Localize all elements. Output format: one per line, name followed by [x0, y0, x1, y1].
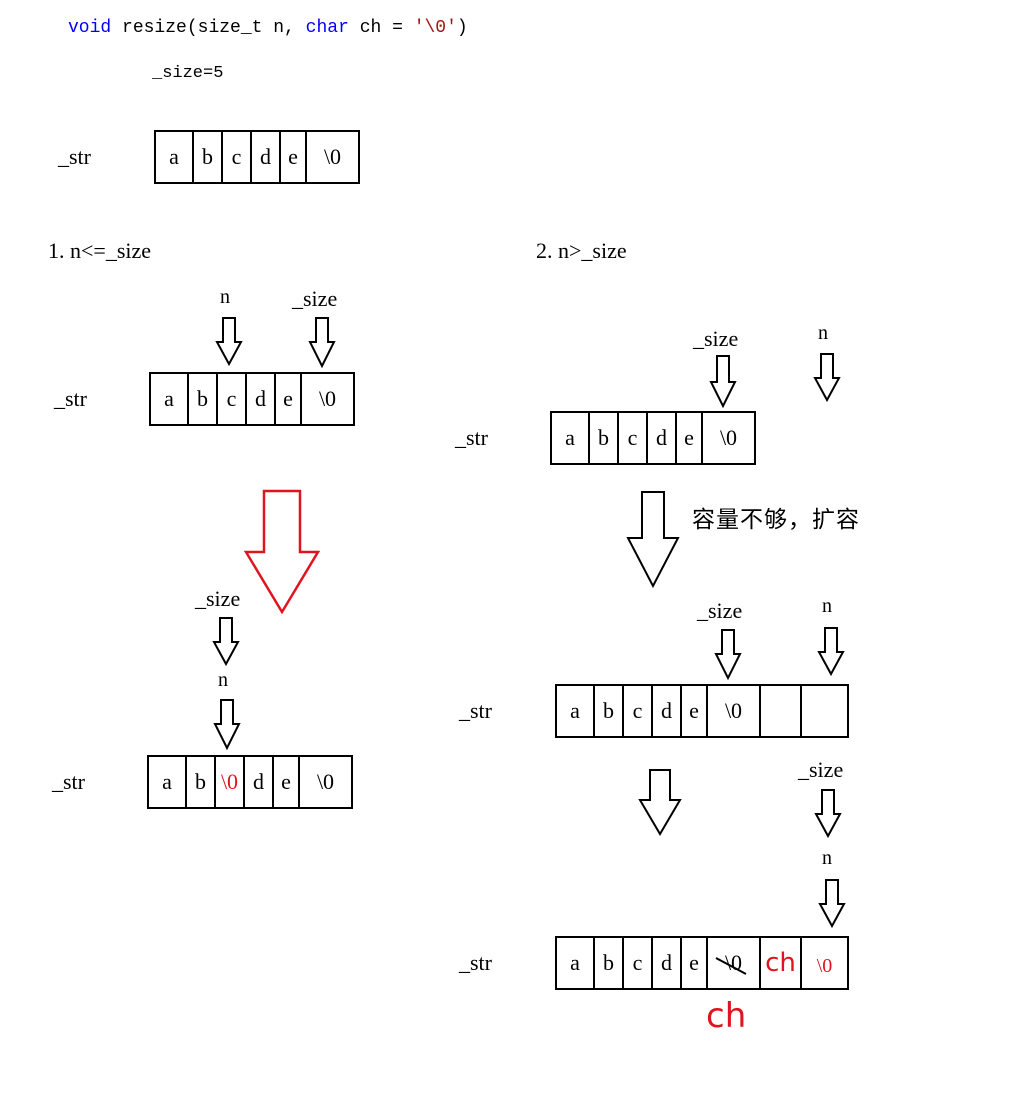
array-cell: e: [682, 686, 708, 736]
expand-note: 容量不够，扩容: [692, 507, 860, 533]
array-cell: c: [624, 686, 653, 736]
array-cell: b: [595, 938, 624, 988]
array-cell: d: [247, 374, 276, 424]
array-cell: b: [590, 413, 619, 463]
down-arrow-icon: [212, 617, 240, 667]
array-cell: e: [682, 938, 708, 988]
case1-size-label: _size: [292, 286, 338, 311]
array-cell: \0: [708, 686, 761, 736]
case2-final-str-label: _str: [459, 950, 492, 975]
array-cell: \0: [316, 769, 335, 794]
array-cell: b: [595, 686, 624, 736]
case2-expanded-str-label: _str: [459, 698, 492, 723]
down-arrow-icon: [813, 353, 841, 403]
array-cell-terminator: \0: [816, 954, 833, 977]
array-cell: c: [223, 132, 252, 182]
array-cell: c: [624, 938, 653, 988]
array-cell: \0: [318, 386, 337, 411]
array-cell: d: [653, 938, 682, 988]
array-cell: b: [189, 374, 218, 424]
case2-final-size-label: _size: [798, 757, 844, 782]
case2-final-n-label: n: [822, 847, 832, 869]
case2-heading: 2. n>_size: [536, 238, 627, 263]
case2-expanded-array: a b c d e \0: [555, 684, 849, 738]
array-cell: e: [677, 413, 703, 463]
array-cell: a: [557, 686, 595, 736]
red-down-arrow-icon: [243, 489, 321, 615]
keyword-char: char: [305, 18, 349, 38]
case2-expanded-size-label: _size: [697, 598, 743, 623]
signature-part: resize(size_t n,: [122, 18, 306, 38]
case1-n-label: n: [220, 286, 230, 308]
array-cell: d: [648, 413, 677, 463]
down-arrow-icon: [213, 699, 241, 751]
array-cell: \0: [323, 144, 342, 169]
array-cell: \0: [719, 425, 738, 450]
case1-result-array: a b \0 d e \0: [147, 755, 353, 809]
array-cell-empty: [761, 686, 802, 736]
array-cell: c: [619, 413, 648, 463]
array-cell: e: [276, 374, 302, 424]
function-signature: void resize(size_t n, char ch = '\0'): [68, 18, 468, 38]
case2-string-array: a b c d e \0: [550, 411, 756, 465]
case1-result-n-label: n: [218, 669, 228, 691]
down-arrow-icon: [714, 629, 742, 681]
big-down-arrow-icon: [638, 769, 682, 836]
down-arrow-icon: [817, 627, 845, 677]
array-cell: d: [245, 757, 274, 807]
case1-str-label: _str: [54, 386, 87, 411]
array-cell-ch: ch: [761, 938, 802, 988]
case2-final-array: a b c d e \0 ch \0: [555, 936, 849, 990]
str-label-top: _str: [58, 144, 91, 169]
signature-part-2: ch =: [348, 18, 414, 38]
array-cell: b: [194, 132, 223, 182]
keyword-void: void: [68, 18, 112, 38]
case1-result-str-label: _str: [52, 769, 85, 794]
strike-mark: [715, 957, 747, 975]
down-arrow-icon: [215, 317, 243, 367]
array-cell: b: [187, 757, 216, 807]
size-note: _size=5: [152, 64, 224, 83]
case2-n-label: n: [818, 322, 828, 344]
big-down-arrow-icon: [626, 491, 680, 589]
array-cell: a: [151, 374, 189, 424]
array-cell: a: [149, 757, 187, 807]
case2-expanded-n-label: n: [822, 595, 832, 617]
default-literal: '\0': [413, 18, 457, 38]
case2-str-label: _str: [455, 425, 488, 450]
array-cell-struck: \0: [708, 938, 761, 988]
array-cell: a: [552, 413, 590, 463]
array-cell: d: [653, 686, 682, 736]
signature-close: ): [456, 18, 468, 38]
case1-heading: 1. n<=_size: [48, 238, 152, 263]
down-arrow-icon: [709, 355, 737, 409]
top-string-array: a b c d e \0: [154, 130, 360, 184]
case2-size-label: _size: [693, 326, 739, 351]
down-arrow-icon: [308, 317, 336, 369]
down-arrow-icon: [814, 789, 842, 839]
down-arrow-icon: [818, 879, 846, 929]
array-cell: a: [156, 132, 194, 182]
array-cell: a: [557, 938, 595, 988]
case1-result-size-label: _size: [195, 586, 241, 611]
array-cell: c: [218, 374, 247, 424]
array-cell: e: [274, 757, 300, 807]
array-cell: e: [281, 132, 307, 182]
array-cell: d: [252, 132, 281, 182]
array-cell-terminator-new: \0: [216, 757, 245, 807]
handwritten-ch-note: ch: [706, 996, 747, 1036]
case1-string-array: a b c d e \0: [149, 372, 355, 426]
